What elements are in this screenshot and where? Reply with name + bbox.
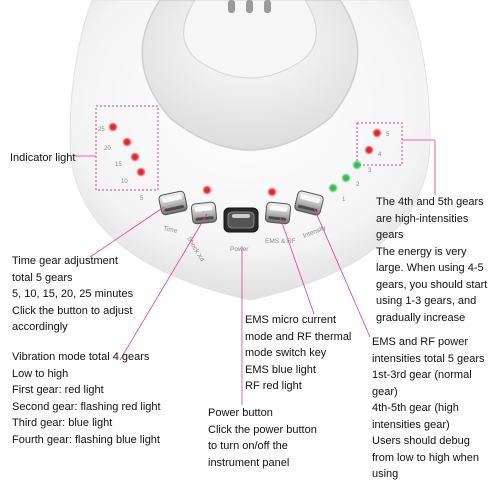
time-led-core bbox=[111, 125, 115, 129]
time-button-label: Time bbox=[163, 225, 179, 235]
time-button-led-core bbox=[205, 188, 209, 192]
time-tick-label: 10 bbox=[121, 179, 128, 185]
intensity-tick-label: 2 bbox=[356, 182, 360, 188]
intensity-tick-label: 1 bbox=[342, 197, 346, 203]
leader-lines bbox=[75, 139, 436, 405]
intensity-indicator-box bbox=[356, 122, 403, 166]
callout-high-intensity: The 4th and 5th gears are high-intensiti… bbox=[376, 196, 488, 324]
device-head-inner bbox=[183, 0, 317, 79]
time-led-core bbox=[133, 155, 137, 159]
ems-rf-button-label: EMS & RF bbox=[265, 238, 296, 245]
time-led-core bbox=[125, 140, 129, 144]
time-indicator-box bbox=[95, 105, 159, 191]
callout-power-intensity: EMS and RF power intensities total 5 gea… bbox=[372, 336, 485, 480]
power-button[interactable] bbox=[223, 207, 259, 233]
intensity-button[interactable] bbox=[294, 190, 324, 216]
intensity-led-core bbox=[375, 131, 379, 135]
time-tick-label: 20 bbox=[104, 146, 111, 152]
intensity-tick-label: 5 bbox=[386, 132, 390, 138]
time-button[interactable] bbox=[158, 190, 188, 216]
time-led-core bbox=[139, 170, 143, 174]
ems-rf-button-led-core bbox=[270, 190, 274, 194]
callout-power-button: Power button Click the power button to t… bbox=[208, 407, 317, 469]
callout-indicator-light: Indicator light bbox=[10, 152, 76, 164]
time-tick-label: 25 bbox=[98, 127, 105, 133]
ems-rf-button[interactable] bbox=[264, 201, 292, 225]
shock-button[interactable] bbox=[190, 201, 218, 225]
intensity-tick-label: 3 bbox=[368, 168, 372, 174]
callout-time-gear: Time gear adjustment total 5 gears 5, 10… bbox=[12, 255, 134, 333]
time-tick-label: 5 bbox=[140, 196, 144, 202]
intensity-led-core bbox=[367, 148, 371, 152]
intensity-led-core bbox=[331, 186, 335, 190]
callout-vibration-mode: Vibration mode total 4 gears Low to high… bbox=[12, 351, 161, 446]
intensity-tick-label: 4 bbox=[378, 152, 382, 158]
power-button-label: Power bbox=[230, 246, 249, 253]
time-tick-label: 15 bbox=[115, 162, 122, 168]
callout-ems-rf-switch: EMS micro current mode and RF thermal mo… bbox=[245, 314, 352, 392]
intensity-led-core bbox=[355, 163, 359, 167]
intensity-led-core bbox=[344, 176, 348, 180]
vent-slots bbox=[228, 0, 271, 13]
